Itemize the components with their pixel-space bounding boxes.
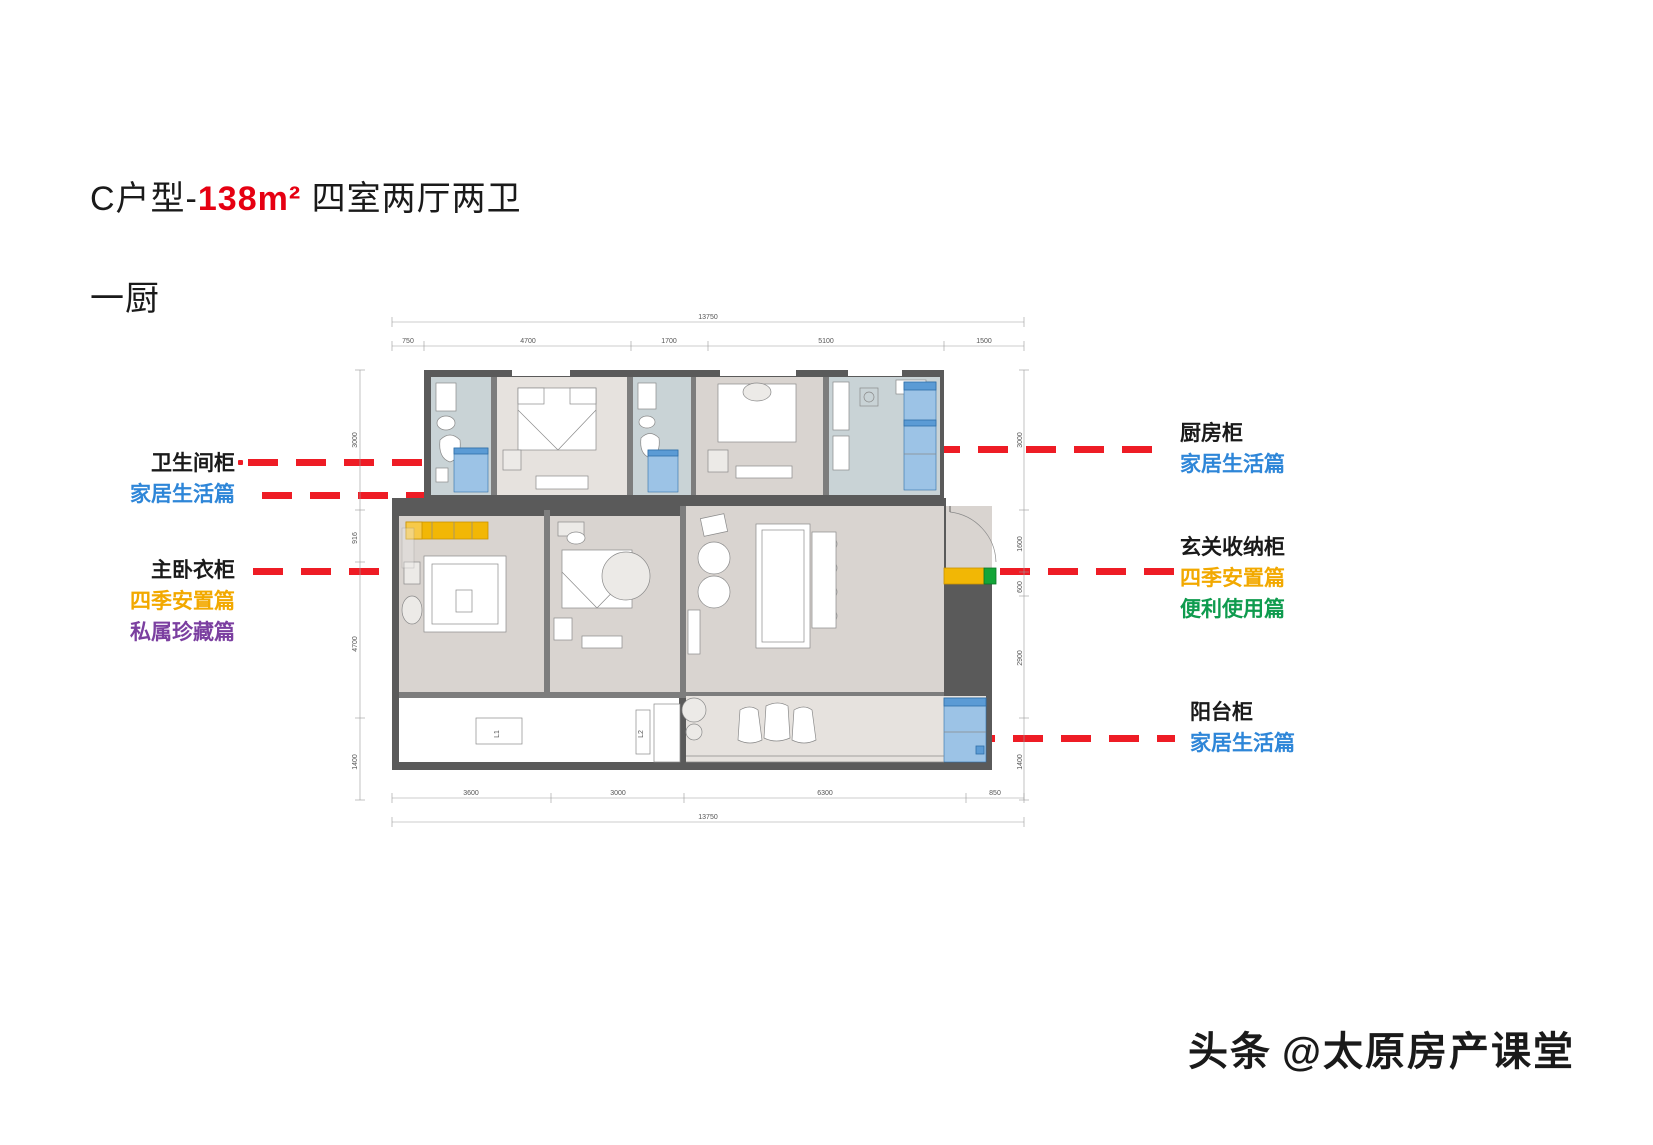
svg-text:916: 916 [352, 532, 359, 544]
title-suffix: 四室两厅两卫 [301, 180, 522, 218]
annotation-line: 主卧衣柜 [151, 559, 235, 582]
cabinet-bath-1 [453, 447, 489, 493]
svg-text:5100: 5100 [818, 338, 834, 345]
svg-text:4700: 4700 [520, 338, 536, 345]
annotation-master-wardrobe: 主卧衣柜 四季安置篇 私属珍藏篇 [120, 555, 235, 648]
leader-line-kitchen [930, 446, 1170, 453]
svg-text:1600: 1600 [1017, 536, 1024, 552]
cabinet-kitchen [903, 381, 937, 491]
svg-text:2900: 2900 [1017, 650, 1024, 666]
annotation-line: 厨房柜 [1180, 422, 1243, 445]
svg-text:3000: 3000 [352, 432, 359, 448]
leader-line-entry [1000, 568, 1175, 575]
lower-block: L1 L2 [392, 498, 997, 770]
watermark: 头条 @太原房产课堂 [1188, 1019, 1575, 1077]
svg-text:13750: 13750 [698, 314, 718, 321]
dimension-chain-top: 13750 750 4700 1700 5100 1500 [391, 314, 1025, 351]
upper-block [424, 368, 944, 502]
annotation-line: 玄关收纳柜 [1180, 536, 1285, 559]
svg-text:L1: L1 [494, 730, 501, 738]
title-line2: 一厨 [90, 280, 160, 318]
svg-text:1400: 1400 [352, 754, 359, 770]
watermark-handle: @太原房产课堂 [1281, 1030, 1575, 1074]
annotation-line: 家居生活篇 [130, 483, 235, 506]
svg-text:4700: 4700 [352, 636, 359, 652]
svg-text:3600: 3600 [463, 790, 479, 797]
annotation-line: 私属珍藏篇 [130, 621, 235, 644]
leader-line-master-wardrobe [253, 568, 443, 575]
svg-text:L2: L2 [638, 730, 645, 738]
annotation-line: 四季安置篇 [1180, 567, 1285, 590]
svg-text:3000: 3000 [1017, 432, 1024, 448]
svg-text:1700: 1700 [661, 338, 677, 345]
svg-text:13750: 13750 [698, 814, 718, 821]
annotation-balcony-cabinet: 阳台柜 家居生活篇 [1190, 697, 1295, 759]
annotation-line: 家居生活篇 [1190, 732, 1295, 755]
dimension-chain-bottom: 3600 3000 6300 850 13750 [391, 790, 1025, 827]
annotation-bathroom-cabinet: 卫生间柜 家居生活篇 [120, 448, 235, 510]
svg-text:6300: 6300 [817, 790, 833, 797]
annotation-line: 阳台柜 [1190, 701, 1253, 724]
dimension-chain-right: 3000 1600 600 2900 1400 [1017, 369, 1029, 801]
annotation-line: 卫生间柜 [151, 452, 235, 475]
svg-text:3000: 3000 [610, 790, 626, 797]
watermark-logo: 头条 [1187, 1030, 1272, 1074]
svg-text:600: 600 [1017, 581, 1024, 593]
title-area: 138m² [197, 180, 302, 218]
svg-text:1500: 1500 [976, 338, 992, 345]
floorplan-drawing: .wall{fill:#5a5a5a;} .wallthin{fill:#7d7… [336, 300, 1036, 830]
leader-line-balcony [965, 735, 1175, 742]
cabinet-entry-yellow [943, 567, 985, 585]
page-title: C户型-138m² 四室两厅两卫 一厨 [90, 124, 522, 324]
annotation-line: 家居生活篇 [1180, 453, 1285, 476]
cabinet-bath-2 [647, 449, 679, 493]
title-prefix: C户型- [90, 180, 198, 218]
annotation-line: 便利使用篇 [1180, 598, 1285, 621]
svg-text:1400: 1400 [1017, 754, 1024, 770]
svg-text:850: 850 [989, 790, 1001, 797]
dimension-chain-left: 3000 916 4700 1400 [352, 369, 365, 801]
cabinet-entry-green [983, 567, 997, 585]
annotation-line: 四季安置篇 [130, 590, 235, 613]
svg-text:750: 750 [402, 338, 414, 345]
annotation-kitchen-cabinet: 厨房柜 家居生活篇 [1180, 418, 1285, 480]
leader-line-bathroom-upper [238, 459, 463, 466]
annotation-entry-storage-cabinet: 玄关收纳柜 四季安置篇 便利使用篇 [1180, 532, 1285, 625]
